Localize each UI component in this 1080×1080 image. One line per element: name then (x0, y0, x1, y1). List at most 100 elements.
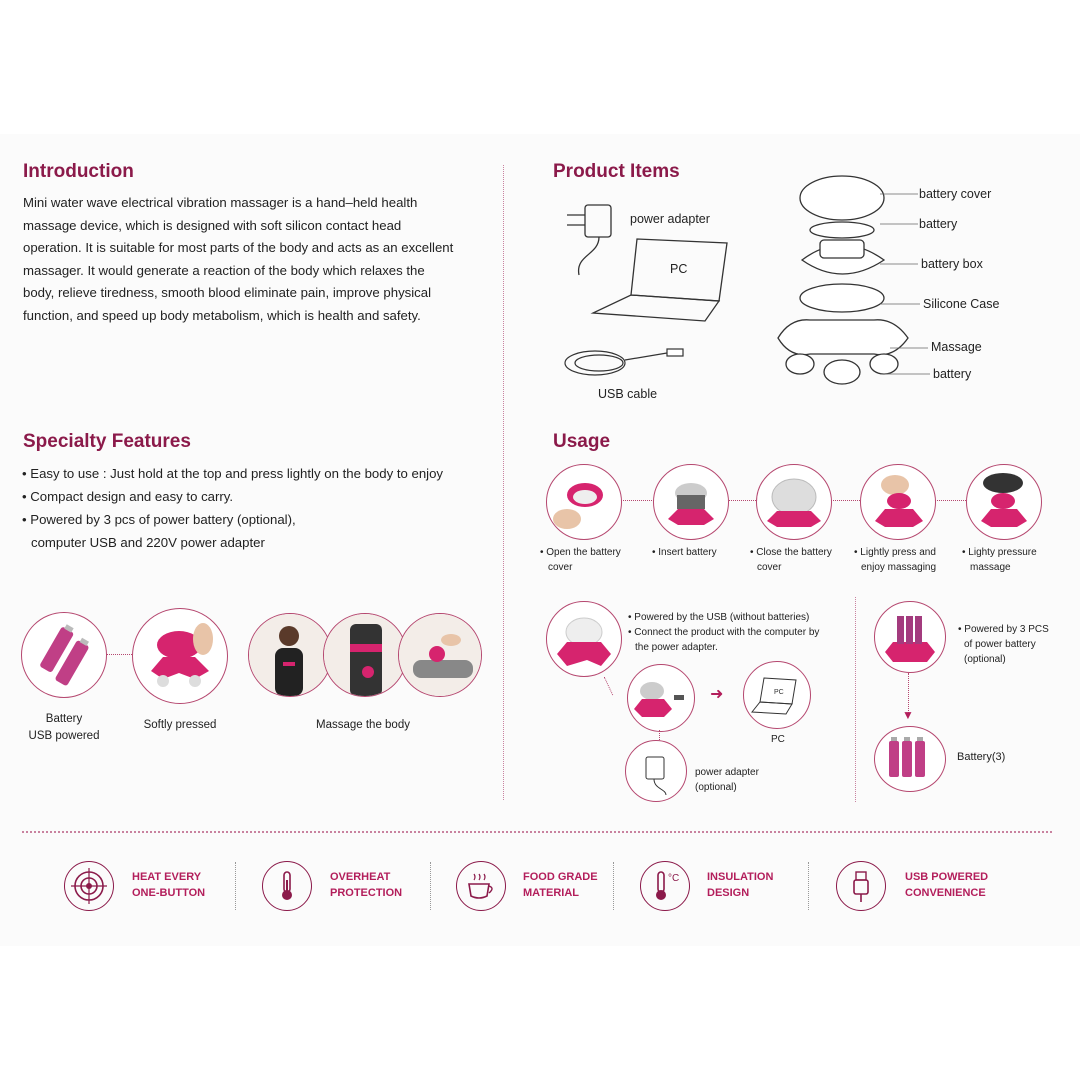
massager-icon (557, 617, 611, 666)
massage-body-image-2 (323, 613, 407, 697)
battery3-image (874, 726, 946, 792)
feature-line: FOOD GRADE (523, 871, 598, 883)
intro-line: Mini water wave electrical vibration mas… (23, 195, 418, 210)
power-adapter-icon (645, 756, 667, 796)
specialty-list: • Easy to use : Just hold at the top and… (22, 462, 443, 554)
part-label: battery (933, 367, 972, 381)
adapter-caption-line: power adapter (695, 767, 759, 778)
step-label-line: cover (757, 562, 782, 573)
usb-note-line: • Powered by the USB (without batteries) (628, 612, 810, 623)
leg-icon (399, 614, 481, 696)
part-label: Massage (931, 340, 982, 354)
target-icon (64, 861, 114, 911)
exploded-view-illustration (777, 175, 909, 385)
accessories-illustration (564, 204, 728, 376)
step-label-line: enjoy massaging (861, 562, 937, 573)
step-label-line: cover (548, 562, 573, 573)
usb-note-line: the power adapter. (635, 642, 718, 653)
battery-usb-image (21, 612, 107, 698)
feature-label: OVERHEAT PROTECTION (330, 869, 402, 901)
feature-line: ONE-BUTTON (132, 887, 206, 899)
part-label: battery box (921, 257, 983, 271)
usage-step-5-label: • Lighty pressure massage (962, 545, 1037, 575)
feature-divider (808, 862, 809, 910)
usb-cable-icon (564, 348, 684, 376)
intro-line: body, relieve tiredness, smooth blood el… (23, 285, 432, 301)
usage-step-1-image (546, 464, 622, 540)
feature-line: HEAT EVERY (132, 871, 202, 883)
usb-icon (836, 861, 886, 911)
usage-step-4-label: • Lightly press and enjoy massaging (854, 545, 936, 575)
usage-step-1-label: • Open the battery cover (540, 545, 621, 575)
power-adapter-image (625, 740, 687, 802)
pc-caption: PC (771, 734, 785, 745)
laptop-icon (590, 238, 728, 322)
battery-icon (889, 737, 925, 777)
usb-power-image (546, 601, 622, 677)
intro-line: massage device, which is designed with s… (23, 217, 402, 233)
pc-label: PC (670, 262, 688, 276)
pc-screen-text: PC (774, 689, 784, 696)
usage-step-5-image (966, 464, 1042, 540)
battery-note-line: (optional) (964, 654, 1006, 665)
battery-label: Battery USB powered (14, 711, 114, 745)
waist-icon (324, 614, 406, 696)
massage-body-image-3 (398, 613, 482, 697)
massage-body-image-1 (248, 613, 332, 697)
part-label: Silicone Case (923, 297, 1000, 311)
step-label-line: • Lighty pressure (962, 547, 1037, 558)
column-divider (503, 165, 504, 800)
battery-power-image (874, 601, 946, 673)
feature-label: INSULATION DESIGN (707, 869, 773, 901)
usb-note-line: • Connect the product with the computer … (628, 627, 820, 638)
press-icon (875, 475, 923, 527)
connector (106, 654, 132, 655)
massager-icon (151, 623, 213, 687)
feature-line: DESIGN (707, 887, 750, 899)
feature-line: OVERHEAT (330, 871, 391, 883)
part-leader-lines (880, 193, 930, 375)
feature-divider (613, 862, 614, 910)
connector (659, 730, 660, 742)
battery-icon (40, 624, 89, 686)
battery-massager-icon (885, 616, 935, 662)
introduction-heading: Introduction (23, 161, 134, 182)
feature-item: computer USB and 220V power adapter (31, 535, 265, 550)
feature-line: MATERIAL (523, 887, 580, 899)
step-label-line: • Open the battery (540, 547, 621, 558)
battery-note-line: of power battery (964, 639, 1036, 650)
usb-notes: • Powered by the USB (without batteries)… (628, 610, 819, 655)
feature-item: • Powered by 3 pcs of power battery (opt… (22, 512, 296, 527)
usage-step-2-label: • Insert battery (652, 545, 717, 560)
power-adapter-icon (567, 204, 612, 276)
part-label: battery (919, 217, 958, 231)
usb-massager-image (627, 664, 695, 732)
product-items-heading: Product Items (553, 161, 680, 182)
feature-line: INSULATION (707, 871, 774, 883)
usb-cable-label: USB cable (598, 387, 658, 401)
part-label: battery cover (919, 187, 992, 201)
feature-label: HEAT EVERY ONE-BUTTON (132, 869, 205, 901)
usage-step-4-image (860, 464, 936, 540)
feature-line: USB POWERED (905, 871, 989, 883)
massage-body-label: Massage the body (316, 719, 410, 731)
intro-line: massager. It would generate a reaction o… (23, 262, 425, 278)
close-cover-icon (767, 478, 821, 527)
cup-icon (456, 861, 506, 911)
usb-massager-icon (634, 682, 684, 717)
power-adapter-label: power adapter (630, 212, 710, 226)
content-sheet (0, 134, 1080, 946)
step-label-line: • Insert battery (652, 547, 717, 558)
battery-label-line: Battery (45, 713, 83, 725)
usage-step-3-image (756, 464, 832, 540)
feature-label: FOOD GRADE MATERIAL (523, 869, 598, 901)
usage-heading: Usage (553, 431, 611, 452)
battery-part (809, 221, 875, 239)
step-label-line: massage (970, 562, 1011, 573)
battery-notes: • Powered by 3 PCS of power battery (opt… (958, 622, 1049, 667)
silicone-case-part (799, 283, 885, 313)
step-label-line: • Close the battery (750, 547, 832, 558)
softly-pressed-image (132, 608, 228, 704)
feature-line: CONVENIENCE (905, 887, 986, 899)
feature-divider (430, 862, 431, 910)
